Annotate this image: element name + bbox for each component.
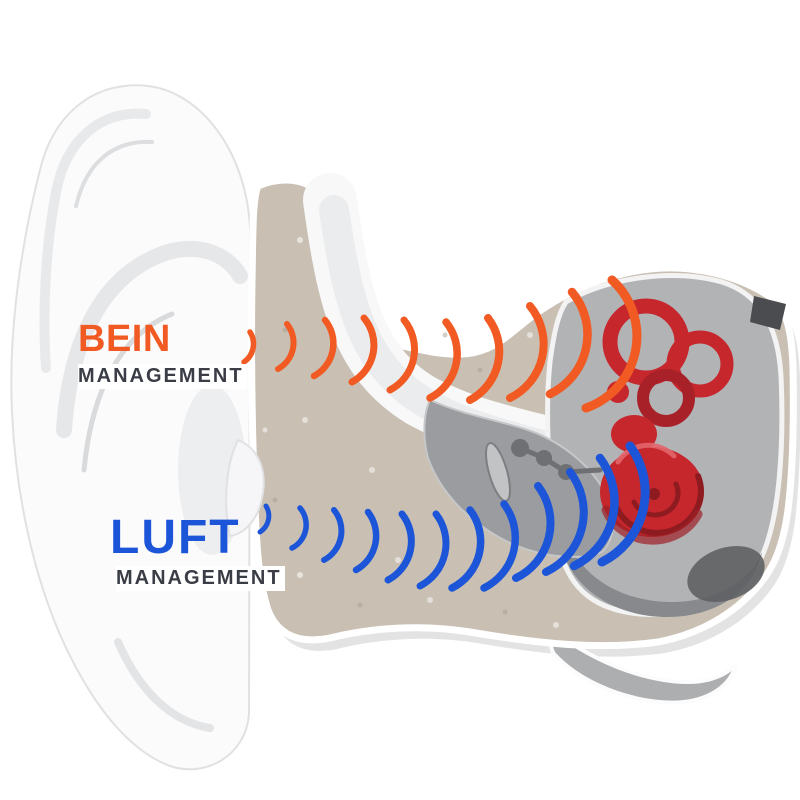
bone-conduction-label: BEIN [78,318,171,360]
air-conduction-waves [257,441,650,592]
wave-arc [241,329,257,365]
wave-arc [545,287,592,399]
cochlea-highlight [615,442,677,465]
wave-arc [257,503,272,535]
canal-ring [666,330,734,398]
semicircular-canals [602,298,734,427]
speckle [297,237,303,243]
inner-ear [600,298,734,545]
wave-arc [321,507,345,563]
speckle [262,427,268,433]
cochlea-center [648,488,660,500]
air-conduction-sublabel: MANAGEMENT [116,566,285,591]
wave-arc [569,453,619,571]
wave-arc [512,482,555,582]
speckle [357,602,363,608]
wave-arc [506,302,548,402]
jaw-tissue [549,633,738,705]
wave-arc [310,316,337,380]
antihelix-contour [56,240,248,438]
eardrum [485,442,511,502]
wave-arc [352,508,380,574]
speckle [527,332,533,338]
speckle [395,557,401,563]
bone-conduction-waves [241,275,642,413]
lobe-crease [114,638,214,732]
wave-arc [542,468,588,576]
cavity-lower-shadow [559,520,762,617]
outer-ear [10,84,252,771]
wave-arc [289,505,309,551]
speckle [442,332,448,338]
speckle [553,622,559,628]
cochlea-spiral-outer [613,473,704,536]
speckle [369,467,375,473]
cavity-deep-corner [687,545,765,603]
transducer-contact [750,296,786,330]
incus [536,450,552,466]
wave-arc [480,500,520,592]
wave-arc [426,318,461,402]
helix-contour [39,108,151,373]
speckle [297,572,303,578]
malleus [511,439,529,457]
wave-arc [275,321,297,372]
wave-arc [466,314,504,404]
ossicle-chain [517,445,603,475]
wave-arc [386,316,419,394]
wave-arc [384,510,415,584]
speckle [477,367,483,373]
tragus [225,438,265,538]
speckle [282,327,288,333]
air-conduction-label: LUFT [110,511,241,564]
wave-arc [348,314,378,386]
speckle [502,609,508,615]
bone-conduction-sublabel: MANAGEMENT [78,364,247,389]
wave-arc [597,441,650,567]
speckle [272,497,278,503]
helix-inner-line [74,139,154,208]
speckle [302,417,308,423]
canal-ring [637,369,695,427]
wave-arc [416,510,450,590]
speckle [427,597,433,603]
wave-arc [448,506,485,592]
wave-arc [581,275,642,413]
